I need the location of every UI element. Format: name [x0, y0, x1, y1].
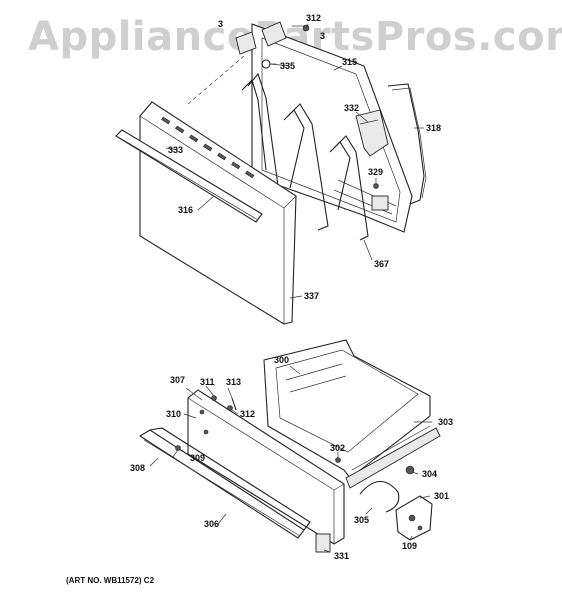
- callout-335: 335: [280, 61, 296, 71]
- callout-332: 332: [344, 103, 360, 113]
- callout-329: 329: [368, 167, 384, 177]
- callout-312-top: 312: [306, 13, 322, 23]
- callout-315: 315: [342, 57, 358, 67]
- hinge-bracket-top: [235, 21, 310, 55]
- callout-300: 300: [274, 355, 290, 365]
- callout-3-partial-left: 3: [218, 19, 224, 29]
- callout-312-drawer: 312: [240, 409, 256, 419]
- callout-304: 304: [422, 469, 438, 479]
- oven-door-outer-panel: [139, 101, 297, 325]
- callout-301: 301: [434, 491, 450, 501]
- callout-337: 337: [304, 291, 320, 301]
- drawer-fasteners: [175, 395, 237, 451]
- callout-306: 306: [204, 519, 220, 529]
- callout-302: 302: [330, 443, 346, 453]
- door-gasket: [387, 83, 427, 205]
- callout-310: 310: [166, 409, 182, 419]
- callout-3-partial-right: 3: [320, 31, 326, 41]
- insulation-pad: [355, 109, 389, 157]
- drawer-bumper: [405, 465, 415, 475]
- drawer-spring-clip: [359, 480, 400, 513]
- door-hinge-springs: [241, 72, 369, 241]
- callout-318: 318: [426, 123, 442, 133]
- callout-308: 308: [130, 463, 146, 473]
- callout-316: 316: [178, 205, 194, 215]
- callout-305: 305: [354, 515, 370, 525]
- oven-door-handle: [115, 129, 263, 223]
- drawer-body: [263, 339, 431, 479]
- callout-331: 331: [334, 551, 350, 561]
- drawer-side-rail: [345, 425, 441, 489]
- frame-screw: [373, 183, 379, 189]
- leader-lines: [149, 23, 432, 553]
- art-number-caption: (ART NO. WB11572) C2: [66, 576, 155, 585]
- door-vent-slots: [161, 116, 255, 179]
- drawer-screw: [335, 457, 341, 463]
- drawer-front-panel: [187, 389, 345, 553]
- callout-311: 311: [200, 377, 215, 387]
- drawer-handle: [138, 427, 311, 539]
- alignment-line: [187, 55, 245, 105]
- callout-367: 367: [374, 259, 390, 269]
- drawer-bracket: [395, 495, 433, 541]
- callout-313: 313: [226, 377, 242, 387]
- callout-109: 109: [402, 541, 418, 551]
- callout-309: 309: [190, 453, 206, 463]
- callout-303: 303: [438, 417, 454, 427]
- callout-333: 333: [168, 145, 184, 155]
- callout-307: 307: [170, 375, 186, 385]
